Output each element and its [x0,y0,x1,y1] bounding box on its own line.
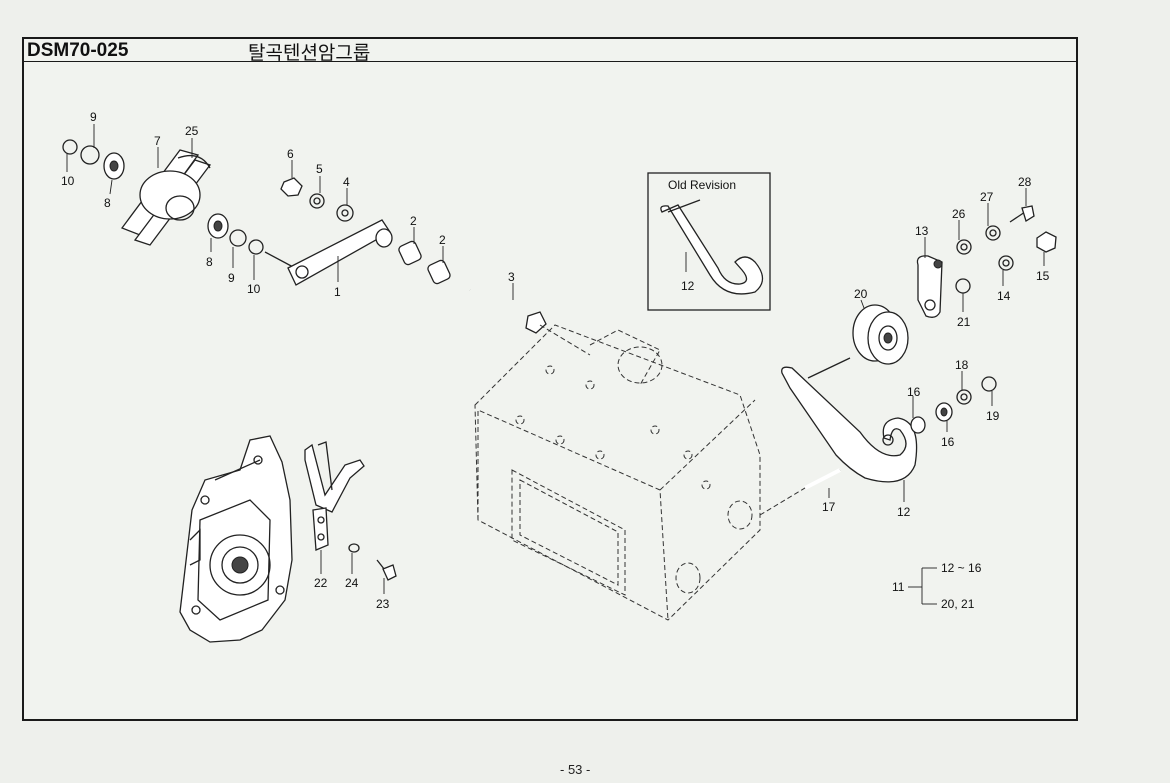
lower-left-callouts: 22 24 23 [314,550,390,611]
washer-18 [956,389,972,405]
callout-9a: 9 [90,110,97,124]
thresher-housing [474,324,811,621]
callout-10b: 10 [247,282,261,296]
callout-6: 6 [287,147,294,161]
diagram-title: 탈곡텐션암그룹 [248,42,371,64]
snap-ring-21 [955,278,971,294]
callout-25: 25 [185,124,199,138]
bushing-16a [910,416,926,434]
callout-28: 28 [1018,175,1032,189]
callout-17: 17 [822,500,836,514]
callout-2a: 2 [410,214,417,228]
right-callouts: 13 26 27 28 14 15 20 21 18 16 16 19 17 1… [822,175,1050,519]
callout-13: 13 [915,224,929,238]
callout-10a: 10 [61,174,75,188]
assembly-legend: 11 12 ~ 16 20, 21 [892,561,982,611]
bolt-28 [1009,211,1026,223]
callout-14: 14 [997,289,1011,303]
callout-16b: 16 [941,435,955,449]
washer-14 [998,255,1014,271]
callout-9b: 9 [228,271,235,285]
callout-19: 19 [986,409,1000,423]
washer-26 [956,239,972,255]
spring-25 [177,154,211,169]
callout-26: 26 [952,207,966,221]
old-arm-12 [660,204,764,295]
callout-27: 27 [980,190,994,204]
old-revision-inset: Old Revision 12 [647,172,771,311]
callout-15: 15 [1036,269,1050,283]
callout-5: 5 [316,162,323,176]
plate-1 [287,219,391,286]
nut-6 [280,177,303,197]
callout-20: 20 [854,287,868,301]
washer-27 [985,225,1001,241]
fork-22 [304,443,365,513]
inset-callout-12: 12 [681,279,695,293]
callout-8b: 8 [206,255,213,269]
callout-2b: 2 [439,233,446,247]
snap-ring-10b [248,239,264,255]
collar-2a [398,240,422,266]
callout-24: 24 [345,576,359,590]
washer-4 [336,204,354,222]
callout-4: 4 [343,175,350,189]
callout-21: 21 [957,315,971,329]
legend-child-2: 20, 21 [941,597,975,611]
snap-ring-10a [62,139,78,155]
gear-case [179,435,293,643]
callout-22: 22 [314,576,328,590]
bracket-13 [916,255,943,318]
callout-18: 18 [955,358,969,372]
header-rule [22,61,1078,62]
legend-child-1: 12 ~ 16 [941,561,982,575]
fork-assembly [304,441,397,581]
right-assembly [781,205,1057,490]
page-number: - 53 - [560,762,591,777]
collar-2b [427,259,451,285]
callout-8a: 8 [104,196,111,210]
inset-box [647,172,771,311]
snap-ring-9a [80,145,100,165]
callout-3: 3 [508,270,515,284]
snap-ring-19 [981,376,997,392]
callout-7: 7 [154,134,161,148]
washer-5 [309,193,325,209]
arm-hub [139,170,201,220]
left-upper-assembly [62,139,547,334]
callout-12: 12 [897,505,911,519]
nut-15 [1036,231,1057,253]
diagram-code: DSM70-025 [27,40,129,61]
callout-23: 23 [376,597,390,611]
callout-16a: 16 [907,385,921,399]
case-body [179,435,293,643]
washer-24 [348,543,360,553]
left-upper-callouts: 10 9 7 25 8 8 9 10 6 5 4 1 2 2 3 [61,110,515,300]
snap-ring-9b [229,229,247,247]
inset-label: Old Revision [668,178,736,192]
callout-1: 1 [334,285,341,299]
tension-arm-12 [781,366,918,483]
legend-parent: 11 [892,580,905,594]
